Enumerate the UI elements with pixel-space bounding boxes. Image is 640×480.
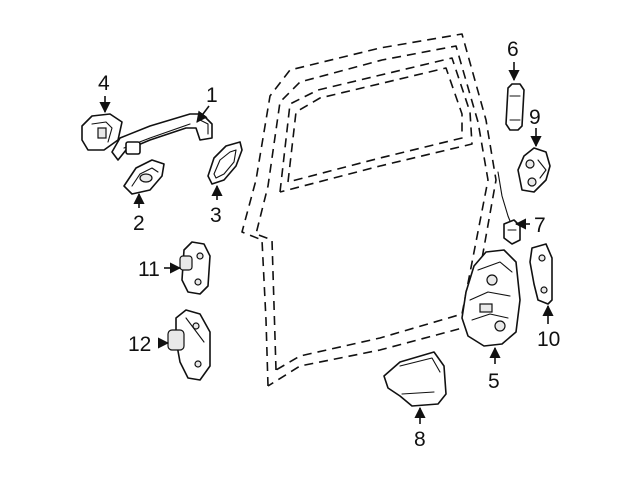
part-3-gasket[interactable] [207,141,243,185]
callout-1: 1 [206,84,218,107]
door-outline [241,33,497,387]
callout-4: 4 [98,72,110,95]
part-5-latch[interactable] [461,249,521,347]
part-10-bracket[interactable] [529,243,553,305]
leader-lines [99,62,554,424]
leader-1 [196,105,210,123]
callout-2: 2 [133,212,145,235]
part-2-handle-pad[interactable] [123,159,165,195]
callout-6: 6 [507,38,519,61]
part-4-handle-cap[interactable] [81,113,123,151]
callout-7: 7 [534,214,546,237]
part-8-access-cover[interactable] [383,351,447,407]
callout-8: 8 [414,428,426,451]
callout-labels: 1 2 3 4 5 6 7 8 9 10 11 12 [98,38,560,451]
part-12-lower-hinge[interactable] [167,309,211,381]
callout-10: 10 [537,328,560,351]
callout-9: 9 [529,106,541,129]
callout-11: 11 [138,258,160,281]
part-9-striker[interactable] [517,147,551,193]
callout-12: 12 [128,333,151,356]
callout-3: 3 [210,204,222,227]
part-7-lock-rod[interactable] [497,171,521,245]
callout-5: 5 [488,370,500,393]
part-11-upper-hinge[interactable] [179,241,211,295]
part-6-weatherstrip[interactable] [505,83,525,131]
